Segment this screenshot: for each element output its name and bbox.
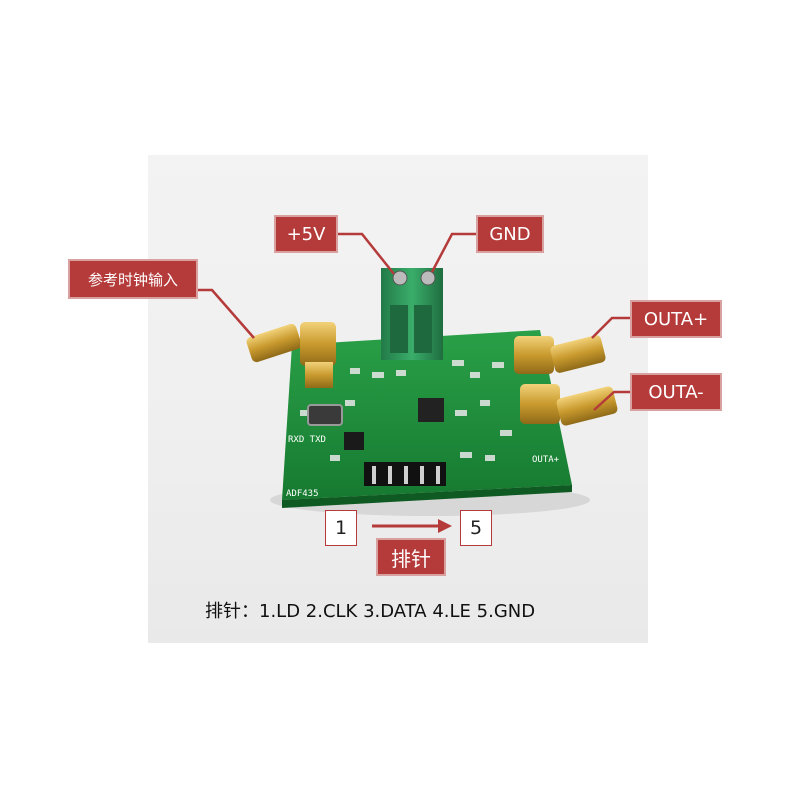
silkscreen-uart-label: RXD TXD: [288, 435, 326, 445]
pin-direction-arrow: [372, 519, 452, 533]
ref-clock-sma-connector: [246, 322, 336, 388]
pll-chip: [418, 398, 444, 422]
pcb-components: [300, 360, 512, 461]
ref-clock-input-label: 参考时钟输入: [68, 259, 198, 299]
outa-minus-label: OUTA-: [630, 373, 722, 411]
pin-header-label: 排针: [376, 538, 446, 576]
header-pins: [372, 466, 440, 484]
outa-plus-sma-connector: [514, 335, 606, 374]
pin-5-label: 5: [460, 510, 492, 546]
silkscreen-out-label: OUTA+: [532, 455, 560, 465]
terminal-screw-ground: [420, 270, 436, 286]
plus-5v-label: +5V: [274, 215, 338, 253]
small-ic: [344, 432, 364, 450]
terminal-screw-positive: [392, 270, 408, 286]
pcb-edge: [282, 485, 572, 508]
gnd-label: GND: [476, 215, 544, 253]
outa-minus-sma-connector: [520, 384, 618, 426]
silkscreen-chip-label: ADF435: [286, 489, 319, 499]
outa-plus-label: OUTA+: [630, 300, 722, 338]
pin-1-label: 1: [325, 510, 357, 546]
crystal-oscillator: [307, 404, 343, 426]
pinout-caption: 排针：1.LD 2.CLK 3.DATA 4.LE 5.GND: [205, 601, 536, 622]
annotation-leaders: [198, 232, 630, 411]
